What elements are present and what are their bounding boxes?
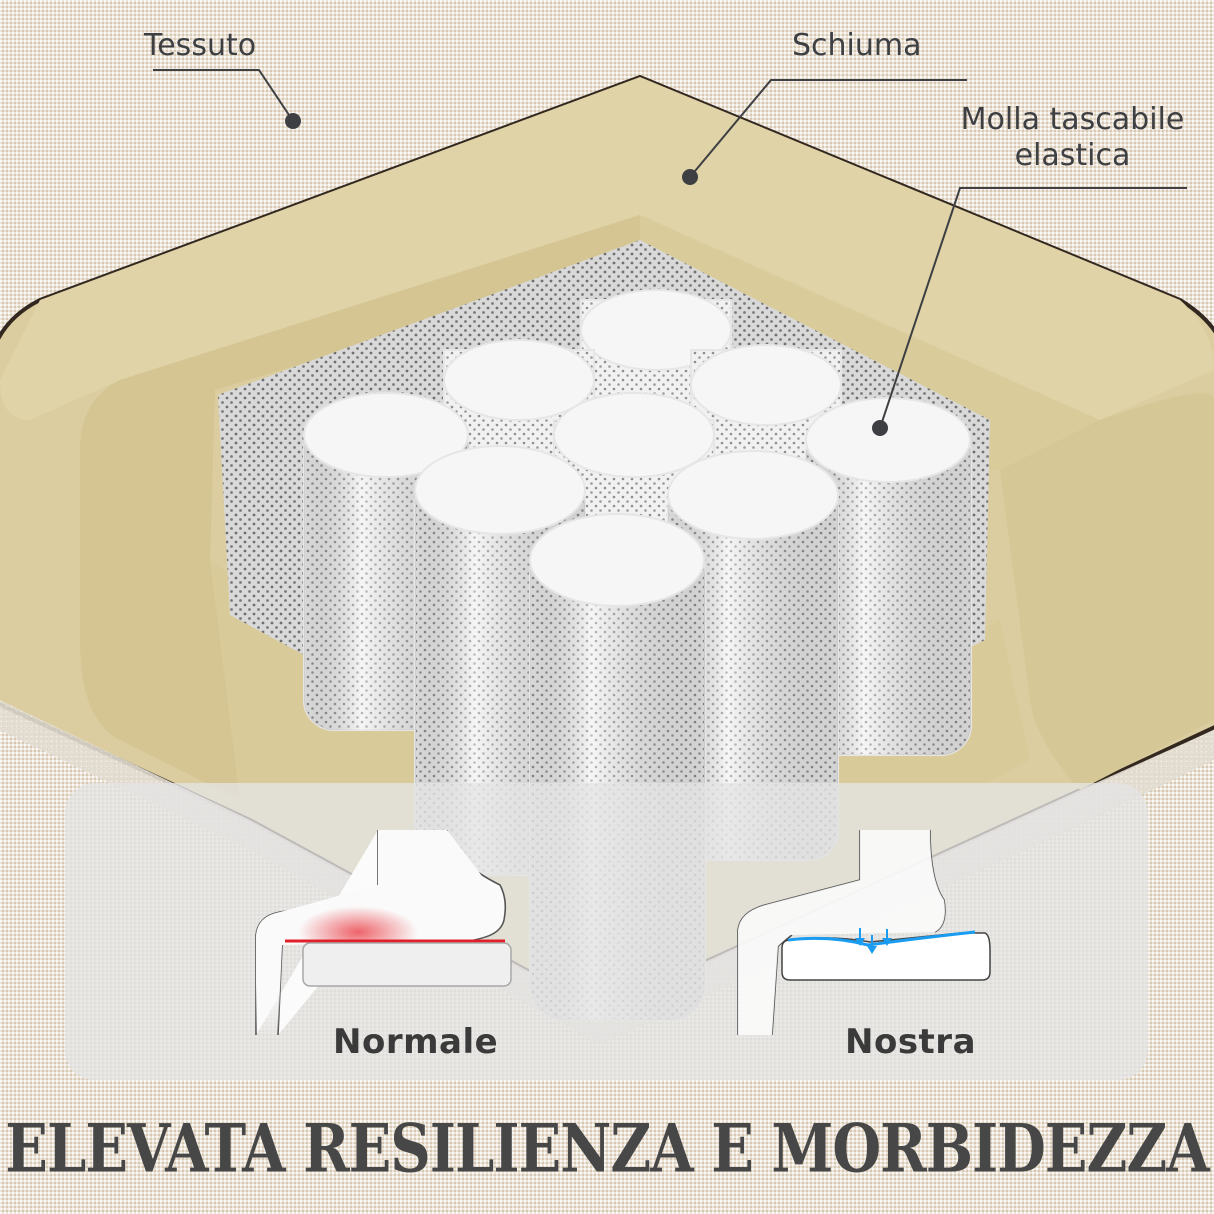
spring-callout-dot xyxy=(872,420,888,436)
headline: ELEVATA RESILIENZA E MORBIDEZZA xyxy=(5,1110,1209,1188)
spring-callout-label: Molla tascabile elastica xyxy=(945,102,1200,174)
support-arrows-icon xyxy=(855,928,892,954)
fabric-callout-dot xyxy=(285,113,301,129)
normal-cushion-diagram xyxy=(255,829,512,1036)
spring-callout-line1: Molla tascabile xyxy=(960,102,1185,137)
foam-callout-label: Schiuma xyxy=(792,28,922,63)
our-cushion-diagram xyxy=(737,829,991,1036)
normal-label: Normale xyxy=(333,1022,499,1062)
pocket-springs xyxy=(303,289,972,1021)
fabric-callout-label: Tessuto xyxy=(144,28,257,63)
spring-callout-line2: elastica xyxy=(1014,138,1131,173)
ours-label: Nostra xyxy=(845,1022,977,1062)
foam-callout-dot xyxy=(682,169,698,185)
callout-leaders xyxy=(153,69,1187,429)
support-curve xyxy=(787,930,976,947)
